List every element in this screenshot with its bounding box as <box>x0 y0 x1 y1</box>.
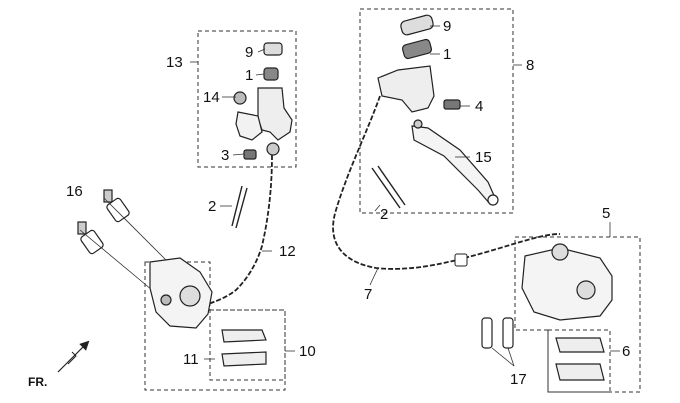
callout-1-right: 1 <box>443 46 451 63</box>
switch-wires-2-right <box>371 165 406 209</box>
callout-14: 14 <box>203 89 220 106</box>
master-cylinder-body-right <box>377 65 435 113</box>
diaphragm-1-left <box>263 67 279 81</box>
group-box-13-master-cylinder-left <box>197 30 297 168</box>
brake-hose-7 <box>332 95 561 270</box>
callout-8: 8 <box>526 57 534 74</box>
callout-15: 15 <box>475 149 492 166</box>
group-box-6-pads-right <box>547 329 611 393</box>
callout-5: 5 <box>602 205 610 222</box>
front-label: FR. <box>28 375 47 389</box>
left-brake-caliper <box>149 257 213 329</box>
brake-switch-3-left <box>243 149 257 160</box>
callout-10: 10 <box>299 343 316 360</box>
brake-pads-6 <box>555 337 605 381</box>
callout-13: 13 <box>166 54 183 71</box>
front-arrow-icon <box>57 340 90 373</box>
hose-clamp-7 <box>454 253 468 267</box>
caliper-bolts-16 <box>77 189 130 255</box>
callout-9-left: 9 <box>245 44 253 61</box>
right-master-cylinder-assembly <box>377 14 499 206</box>
callout-7: 7 <box>364 286 372 303</box>
callout-2-right: 2 <box>380 206 388 223</box>
group-box-10-pads-left <box>209 309 286 381</box>
reservoir-cap-9-left <box>263 42 283 56</box>
left-master-cylinder-assembly <box>233 42 293 160</box>
right-brake-caliper <box>521 243 613 321</box>
callout-1-left: 1 <box>245 67 253 84</box>
brake-switch-4-right <box>443 99 461 110</box>
group-box-8-master-cylinder-right <box>359 8 514 214</box>
master-cylinder-body-left <box>257 87 293 141</box>
callout-4: 4 <box>475 98 483 115</box>
brake-hose-12 <box>207 154 273 305</box>
callout-2-left: 2 <box>208 198 216 215</box>
callout-9-right: 9 <box>443 18 451 35</box>
callout-17: 17 <box>510 371 527 388</box>
switch-wires-2-left <box>231 185 248 229</box>
brake-pads-11 <box>221 329 267 367</box>
callout-12: 12 <box>279 243 296 260</box>
reservoir-cap-9-right <box>400 14 434 36</box>
group-box-caliper-left <box>144 261 286 391</box>
diaphragm-1-right <box>401 38 433 60</box>
mirror-bracket-left <box>235 111 263 141</box>
callout-16: 16 <box>66 183 83 200</box>
banjo-bolt-left <box>266 142 280 156</box>
front-direction-indicator: FR. <box>28 340 90 389</box>
caliper-bolts-17 <box>481 317 514 349</box>
callout-11: 11 <box>183 351 199 368</box>
callout-3: 3 <box>221 147 229 164</box>
callout-6: 6 <box>622 343 630 360</box>
